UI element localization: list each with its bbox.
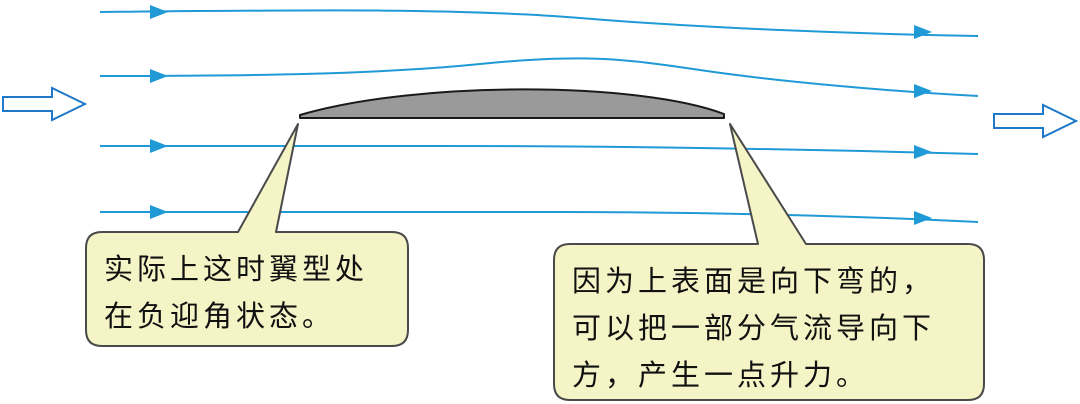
flow-arrowhead-3b xyxy=(914,145,932,159)
streamline-arrowheads xyxy=(150,5,932,225)
flow-arrowhead-4a xyxy=(150,205,168,219)
airfoil-shape xyxy=(299,88,725,119)
right-callout-bubble xyxy=(553,123,985,401)
left-callout-bubble xyxy=(85,123,409,347)
hollow-right-arrow-icon xyxy=(993,103,1079,139)
hollow-right-arrow-icon xyxy=(2,86,88,122)
flow-arrowhead-2b xyxy=(914,84,932,98)
flow-arrowhead-1a xyxy=(150,5,168,19)
streamline-2 xyxy=(99,57,979,97)
flow-arrowhead-2a xyxy=(150,69,168,83)
streamline-1 xyxy=(99,9,979,37)
right-callout-text: 因为上表面是向下弯的， 可以把一部分气流导向下 方，产生一点升力。 xyxy=(572,264,936,392)
flow-arrowhead-4b xyxy=(914,211,932,225)
left-callout-text: 实际上这时翼型处 在负迎角状态。 xyxy=(104,252,369,333)
flow-arrowhead-3a xyxy=(150,139,168,153)
flow-arrowhead-1b xyxy=(914,25,932,39)
streamline-4 xyxy=(100,211,979,223)
streamline-3 xyxy=(100,145,979,155)
